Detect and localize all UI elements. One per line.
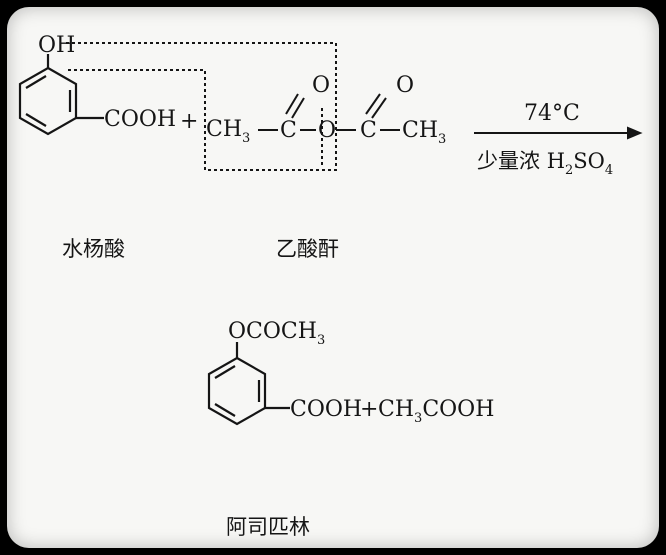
reaction-catalyst: 少量浓 H2SO4 (477, 149, 613, 178)
anhydride-name: 乙酸酐 (276, 237, 339, 261)
paper (7, 7, 659, 548)
plus-sign-2: + (360, 397, 378, 422)
carbonyl-left-bond-b (291, 97, 305, 119)
reaction-temperature: 74°C (524, 101, 580, 126)
ring-1-double-bond-a (25, 75, 47, 89)
benzene-ring-1 (18, 66, 78, 136)
ring-2-double-bond-a (214, 365, 236, 379)
anhydride-carbonyl-o-right: O (396, 73, 414, 98)
ring-2-double-bond-c (214, 403, 236, 417)
anhydride-carbonyl-o-left: O (312, 73, 330, 98)
reaction-arrow (474, 126, 643, 140)
plus-sign-1: + (180, 109, 198, 134)
aspirin (207, 342, 290, 426)
carboxyl-label-1: COOH (104, 107, 176, 132)
exchange-dotted-outline (66, 42, 337, 171)
benzene-ring-2 (207, 356, 267, 426)
hydroxyl-label: OH (38, 33, 75, 58)
anhydride-right-methyl: CH3 (402, 118, 446, 147)
acetic-acid-byproduct: CH3COOH (378, 397, 494, 426)
carbonyl-left-bond-a (285, 93, 299, 115)
anhydride-carbon-left: C (280, 118, 297, 143)
aspirin-name: 阿司匹林 (226, 515, 310, 539)
ring-1-double-bond-c (25, 113, 47, 127)
anhydride-left-methyl: CH3 (206, 117, 250, 146)
anhydride-carbon-right: C (360, 118, 377, 143)
aspirin-carboxyl: COOH (290, 397, 362, 422)
carbonyl-right-bond-a (365, 93, 381, 115)
carbonyl-right-bond-b (371, 97, 387, 119)
salicylic-acid (18, 54, 104, 136)
anhydride-bonds (258, 93, 400, 131)
anhydride-bridge-oxygen: O (318, 118, 336, 143)
salicylic-acid-name: 水杨酸 (62, 237, 125, 261)
aspirin-ester-group: OCOCH3 (228, 319, 325, 348)
